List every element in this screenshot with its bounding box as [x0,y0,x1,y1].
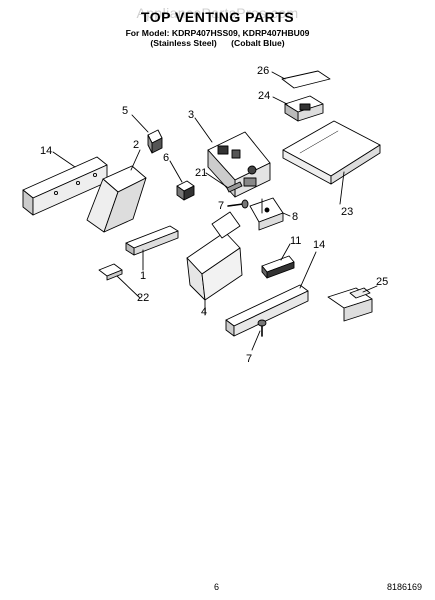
callout-7-lower: 7 [246,353,253,365]
callout-3: 3 [188,109,195,121]
callout-11: 11 [290,235,302,247]
page-number: 6 [214,582,220,592]
part-21-pin [226,181,243,193]
part-14-rail-left [22,156,108,216]
callout-5: 5 [122,105,129,117]
part-24-block [284,95,324,122]
leader-2 [130,149,141,171]
part-6-connector [176,180,195,201]
leader-21 [205,172,228,188]
part-5-switch [147,129,163,154]
leader-3 [194,117,213,143]
leader-25 [362,285,378,293]
callout-6: 6 [163,152,170,164]
part-7-screw-upper [227,199,249,209]
callout-23: 23 [341,206,354,218]
callout-4: 4 [201,306,208,318]
part-7-screw-lower [257,319,267,337]
leader-5 [131,114,149,133]
model-line: For Model: KDRP407HSS09, KDRP407HBU09 [125,28,310,38]
variant-cobalt: (Cobalt Blue) [231,38,285,48]
leader-22 [116,275,141,299]
leader-7-upper [227,204,237,207]
part-3-motor-housing [207,131,271,198]
leader-14-left [52,151,76,168]
part-14-rail-right [225,284,309,337]
document-code: 8186169 [387,582,423,592]
model-variants: (Stainless Steel) (Cobalt Blue) [0,38,435,48]
callout-21: 21 [195,167,208,179]
part-26-label [281,70,331,89]
callout-7-upper: 7 [218,200,225,212]
callout-26: 26 [257,65,270,77]
callout-2: 2 [133,139,140,151]
leader-14-right [299,251,317,289]
callout-14-left: 14 [40,145,53,157]
callout-24: 24 [258,90,271,102]
leader-6 [169,160,183,183]
part-11-terminal [261,255,295,279]
callout-1: 1 [140,270,147,282]
part-8-bracket [249,197,284,231]
part-22-small-bracket [98,263,123,281]
leader-8 [282,212,291,217]
part-23-cover-plate [282,120,381,185]
leader-23 [339,171,345,205]
part-4-side-bracket [186,211,243,301]
callout-14-right: 14 [313,239,326,251]
callout-25: 25 [376,276,389,288]
callout-8: 8 [292,211,299,223]
variant-stainless: (Stainless Steel) [150,38,217,48]
leader-7-lower [251,330,261,351]
part-25-mount-bracket [327,287,373,322]
page-title: TOP VENTING PARTS [140,9,295,25]
leader-26 [271,71,286,80]
callout-22: 22 [137,292,150,304]
leader-24 [272,96,288,105]
part-1-channel [125,225,179,256]
part-2-duct [86,165,147,233]
leader-11 [280,243,291,261]
